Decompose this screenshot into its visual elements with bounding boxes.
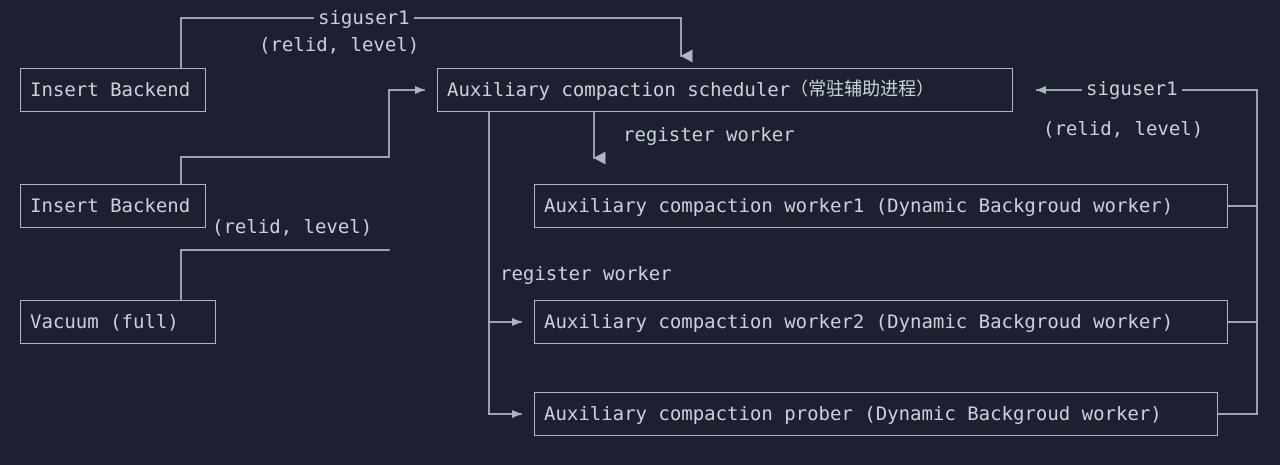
node-label: Auxiliary compaction worker2 (Dynamic Ba… bbox=[544, 310, 1174, 333]
node-insert-backend-1[interactable]: Insert Backend bbox=[20, 68, 206, 112]
edge-label-register-worker-2: register worker bbox=[500, 263, 672, 285]
node-label: Auxiliary compaction prober (Dynamic Bac… bbox=[544, 402, 1162, 425]
edge-label-register-worker-1: register worker bbox=[623, 124, 795, 146]
node-vacuum-full[interactable]: Vacuum (full) bbox=[20, 300, 216, 344]
wire-vacuum-to-scheduler bbox=[180, 249, 390, 301]
edge-label-relid-level-right: (relid, level) bbox=[1043, 118, 1204, 140]
node-aux-compaction-worker1[interactable]: Auxiliary compaction worker1 (Dynamic Ba… bbox=[534, 184, 1228, 228]
edge-label-relid-level-left: (relid, level) bbox=[212, 216, 373, 238]
wire-insert2-to-scheduler bbox=[180, 86, 425, 185]
node-label: Insert Backend bbox=[30, 78, 191, 101]
edge-label-siguser1-top: siguser1 bbox=[314, 9, 414, 28]
node-label: Auxiliary compaction worker1 (Dynamic Ba… bbox=[544, 194, 1174, 217]
node-label: Insert Backend bbox=[30, 194, 191, 217]
edge-label-relid-level-top: (relid, level) bbox=[259, 34, 420, 56]
node-label: Vacuum (full) bbox=[30, 310, 179, 333]
node-label-latin: Auxiliary compaction scheduler bbox=[447, 78, 791, 101]
node-label-cjk: （常驻辅助进程） bbox=[790, 79, 935, 100]
node-aux-compaction-worker2[interactable]: Auxiliary compaction worker2 (Dynamic Ba… bbox=[534, 300, 1228, 344]
node-aux-compaction-scheduler[interactable]: Auxiliary compaction scheduler （常驻辅助进程） bbox=[437, 68, 1013, 112]
node-insert-backend-2[interactable]: Insert Backend bbox=[20, 184, 206, 228]
node-aux-compaction-prober[interactable]: Auxiliary compaction prober (Dynamic Bac… bbox=[534, 392, 1218, 436]
edge-label-siguser1-right: siguser1 bbox=[1082, 80, 1182, 99]
wire-insert1-to-scheduler bbox=[180, 17, 693, 69]
